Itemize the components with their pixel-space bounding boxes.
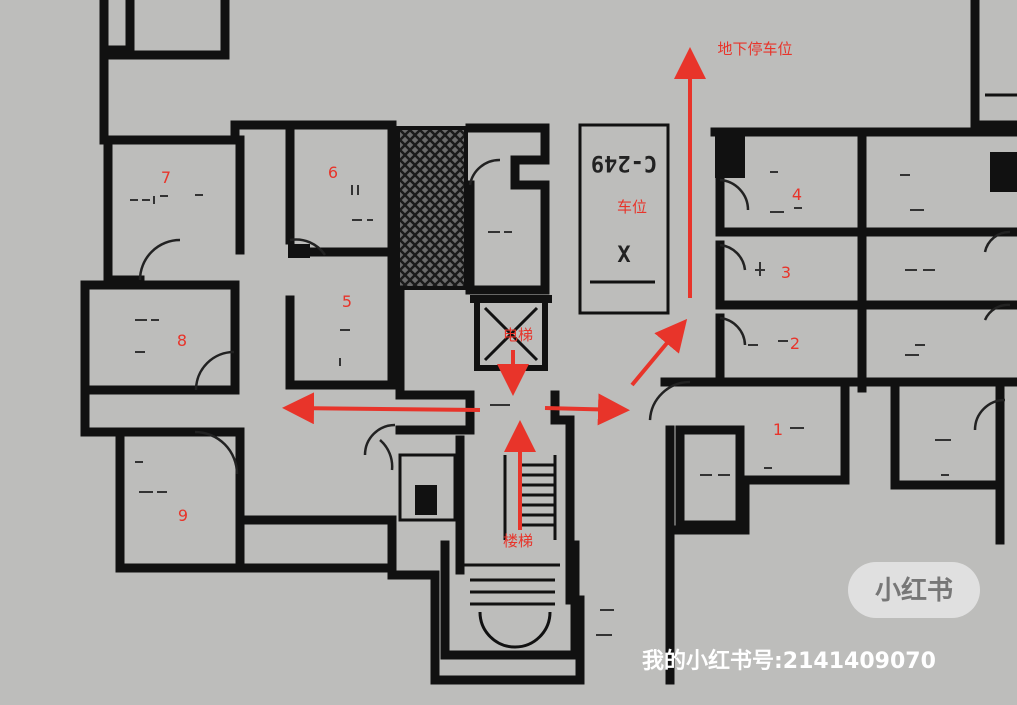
label-room-2: 2 — [790, 334, 800, 353]
label-room-5: 5 — [342, 292, 352, 311]
center-core-walls — [363, 123, 580, 660]
red-labels: 7 6 5 8 9 4 3 2 1 车位 地下停车位 电梯 楼梯 — [161, 40, 802, 550]
arrow-to-left-wing — [282, 392, 481, 425]
right-wing-walls — [648, 0, 1017, 685]
label-parking-spot: 车位 — [617, 198, 647, 216]
label-underground-parking: 地下停车位 — [717, 40, 792, 58]
hatched-shaft — [396, 126, 468, 290]
red-annotations — [282, 47, 706, 530]
arrow-to-parking-diagonal — [630, 318, 688, 387]
parking-sign-box — [578, 123, 670, 315]
label-room-8: 8 — [177, 331, 187, 350]
left-wing-doors — [138, 238, 394, 475]
watermark-account-id: 我的小红书号:2141409070 — [642, 648, 936, 674]
label-room-4: 4 — [792, 185, 802, 204]
label-room-3: 3 — [781, 263, 791, 282]
parking-space-code: C-249 — [591, 150, 657, 175]
watermark-logo: 小红书 — [875, 575, 953, 606]
xiaohongshu-watermark: 小红书 我的小红书号:2141409070 — [642, 562, 980, 674]
label-room-9: 9 — [178, 506, 188, 525]
left-wing-walls — [80, 0, 585, 685]
label-room-7: 7 — [161, 168, 171, 187]
printed-room-marks — [130, 171, 951, 636]
parking-space-mark: X — [617, 243, 630, 268]
label-room-6: 6 — [328, 163, 338, 182]
label-stairs: 楼梯 — [503, 532, 533, 550]
stair-treads — [503, 455, 557, 540]
arrow-to-right-wing — [544, 393, 630, 426]
label-room-1: 1 — [773, 420, 783, 439]
label-elevator: 电梯 — [503, 326, 533, 344]
